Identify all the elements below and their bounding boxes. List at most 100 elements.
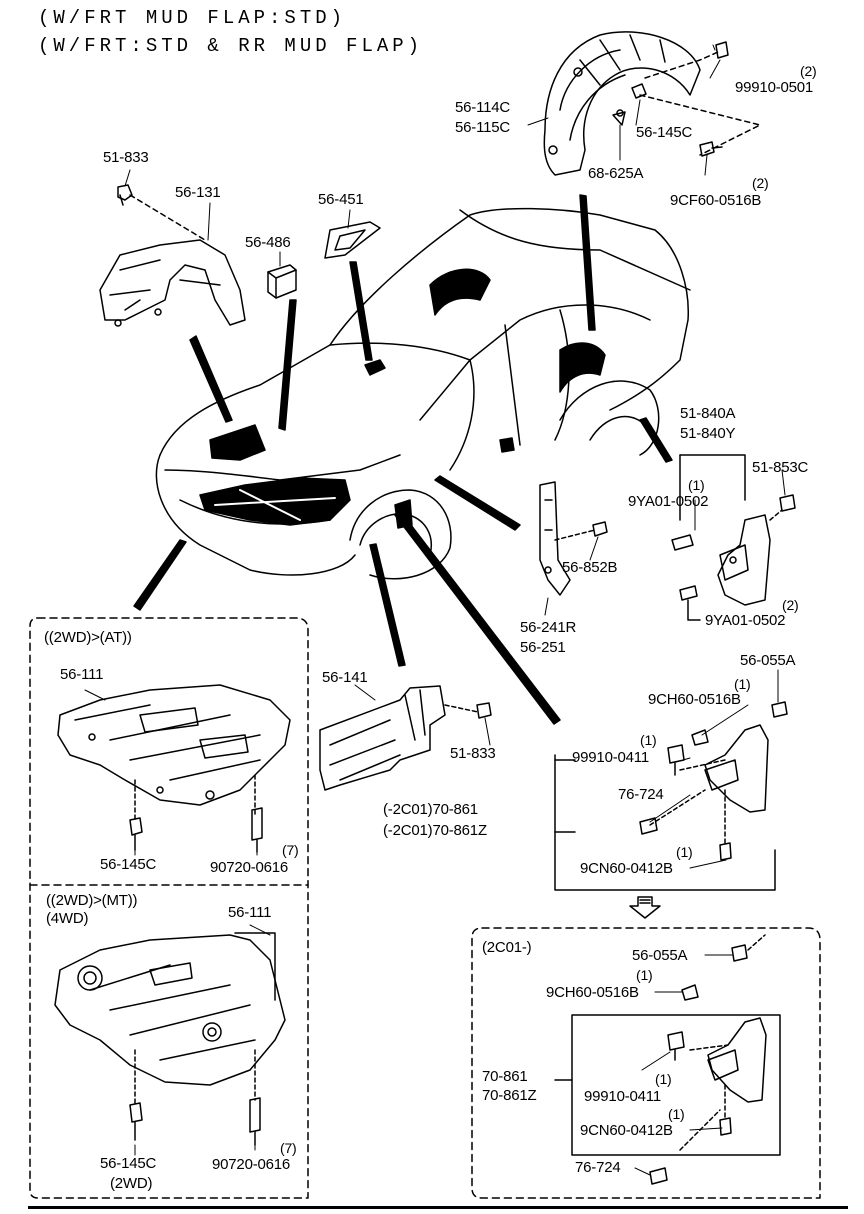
clip-51-833-top — [117, 184, 133, 206]
label-51-833-top: 51-833 — [103, 149, 149, 166]
qty-9cn60-b: (1) — [668, 1106, 685, 1122]
clip-56-055a-a — [771, 701, 788, 718]
label-99910-0411-a: 99910-0411 — [572, 749, 649, 766]
label-76-724-b: 76-724 — [575, 1159, 621, 1176]
qty-99910-0411-b: (1) — [655, 1071, 672, 1087]
qty-90720-a: (7) — [282, 842, 299, 858]
bolt-90720-b — [249, 1097, 261, 1146]
undercover-56-111-at — [57, 684, 291, 821]
box-at-frame — [29, 617, 309, 1199]
qty-99910-0501: (2) — [800, 63, 817, 79]
label-70-861-b: 70-861 — [482, 1068, 528, 1085]
screw-9ch60-b — [681, 984, 699, 1001]
label-56-115c: 56-115C — [455, 119, 511, 136]
label-56-145c-top: 56-145C — [636, 124, 693, 141]
label-56-114c: 56-114C — [455, 99, 511, 116]
clip-99910-0501 — [715, 41, 729, 59]
label-51-833-mid: 51-833 — [450, 745, 496, 762]
screw-9ch60-a — [691, 729, 709, 746]
label-56-251: 56-251 — [520, 639, 566, 656]
label-90720-b: 90720-0616 — [212, 1156, 291, 1173]
label-51-853c: 51-853C — [752, 459, 809, 476]
qty-90720-b: (7) — [280, 1140, 297, 1156]
label-70-861z-a: (-2C01)70-861Z — [383, 822, 487, 839]
part-56-451 — [324, 221, 381, 259]
screw-56-145c-a — [129, 817, 143, 851]
label-56-486: 56-486 — [245, 234, 291, 251]
bracket-56-241r — [539, 481, 596, 596]
label-56-111-b: 56-111 — [228, 904, 272, 921]
label-51-840a: 51-840A — [680, 405, 736, 422]
fender-liner-56-114c — [543, 31, 761, 176]
header-line-1: (W/FRT MUD FLAP:STD) — [38, 7, 347, 29]
clip-56-852b — [592, 521, 608, 537]
screw-76-724-a — [639, 817, 658, 835]
label-99910-0411-b: 99910-0411 — [584, 1088, 661, 1105]
screw-56-145c-b — [129, 1102, 143, 1141]
bolt-90720-a — [251, 807, 263, 853]
splash-shield-56-131 — [99, 194, 246, 327]
label-9cf60: 9CF60-0516B — [670, 192, 762, 209]
car-highlight-areas — [199, 268, 606, 529]
clip-51-833-mid — [476, 702, 492, 719]
clip-68-625a — [612, 111, 626, 126]
clip-56-055a-b — [731, 944, 748, 962]
header-line-2: (W/FRT:STD & RR MUD FLAP) — [38, 35, 424, 57]
section-at-2wd: ((2WD)>(AT)) — [44, 629, 132, 646]
label-56-141: 56-141 — [322, 669, 368, 686]
label-90720-a: 90720-0616 — [210, 859, 289, 876]
down-arrow-icon — [629, 896, 661, 919]
box-2c01-frame — [471, 927, 821, 1199]
label-68-625a: 68-625A — [588, 165, 644, 182]
undercover-56-111-mt — [54, 932, 286, 1106]
qty-9ch60-a: (1) — [734, 676, 751, 692]
label-56-111-a: 56-111 — [60, 666, 104, 683]
label-9ya01-a: 9YA01-0502 — [628, 493, 709, 510]
panel-56-141 — [319, 685, 479, 791]
label-56-131: 56-131 — [175, 184, 221, 201]
qty-9ch60-b: (1) — [636, 967, 653, 983]
front-mud-flap-b — [554, 934, 767, 1151]
bottom-rule — [28, 1206, 848, 1209]
qty-9ya01-b: (2) — [782, 597, 799, 613]
car-body-outline — [155, 207, 691, 580]
label-9cn60-b: 9CN60-0412B — [580, 1122, 673, 1139]
label-56-055a-a: 56-055A — [740, 652, 796, 669]
label-56-145c-a: 56-145C — [100, 856, 157, 873]
label-56-451: 56-451 — [318, 191, 364, 208]
label-56-145c-b: 56-145C — [100, 1155, 157, 1172]
section-mt-4wd: (4WD) — [46, 910, 89, 927]
qty-9cn60-a: (1) — [676, 844, 693, 860]
label-56-055a-b: 56-055A — [632, 947, 688, 964]
label-99910-0501: 99910-0501 — [735, 79, 814, 96]
label-70-861-a: (-2C01)70-861 — [383, 801, 478, 818]
screw-56-145c-top — [631, 83, 647, 99]
label-9ch60-b: 9CH60-0516B — [546, 984, 639, 1001]
screw-9ya01-a — [671, 534, 694, 551]
screw-9cn60-a — [719, 842, 732, 861]
box-2c01-inner — [571, 1014, 781, 1156]
label-9cn60-a: 9CN60-0412B — [580, 860, 673, 877]
clip-51-853c — [769, 494, 796, 521]
note-2wd: (2WD) — [110, 1175, 153, 1192]
label-9ch60-a: 9CH60-0516B — [648, 691, 741, 708]
label-70-861z-b: 70-861Z — [482, 1087, 537, 1104]
clip-99910-0411-b — [667, 1031, 685, 1061]
qty-9cf60: (2) — [752, 175, 769, 191]
screw-9cf60 — [699, 141, 723, 157]
label-leaders — [84, 44, 786, 1176]
front-mud-flap-a — [554, 724, 776, 891]
mud-flap-51-840 — [679, 454, 771, 606]
leader-wedges — [133, 194, 673, 725]
qty-99910-0411-a: (1) — [640, 732, 657, 748]
label-56-241r: 56-241R — [520, 619, 577, 636]
label-51-840y: 51-840Y — [680, 425, 736, 442]
section-mt-2wd: ((2WD)>(MT)) — [46, 892, 138, 909]
screw-9cn60-b — [719, 1117, 732, 1136]
qty-9ya01-a: (1) — [688, 477, 705, 493]
label-76-724-a: 76-724 — [618, 786, 664, 803]
label-9ya01-b: 9YA01-0502 — [705, 612, 786, 629]
label-56-852b: 56-852B — [562, 559, 618, 576]
screw-76-724-b — [649, 1167, 668, 1185]
